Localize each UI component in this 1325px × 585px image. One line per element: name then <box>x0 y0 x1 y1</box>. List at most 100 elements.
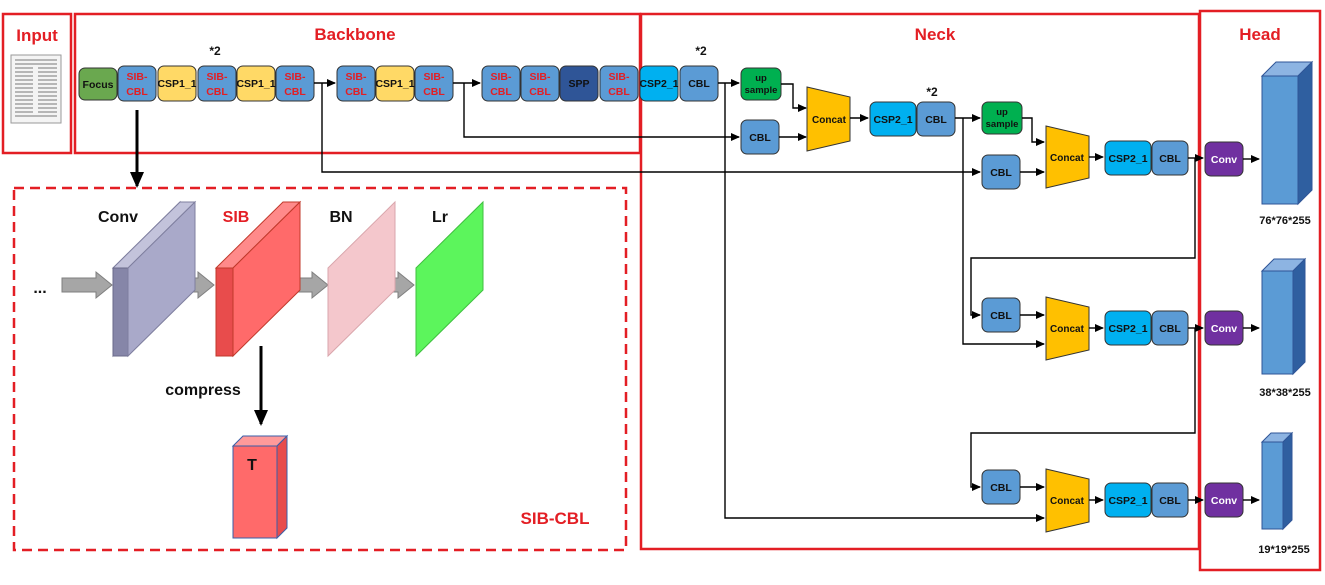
svg-text:SIB-: SIB- <box>530 71 552 83</box>
cbl-block: CBL <box>679 65 719 102</box>
output-block <box>1260 431 1294 531</box>
svg-text:up: up <box>755 73 767 84</box>
svg-text:up: up <box>996 107 1008 118</box>
ellipsis-label: ... <box>33 280 46 297</box>
svg-text:Concat: Concat <box>1050 153 1085 164</box>
svg-text:SIB-: SIB- <box>207 71 229 83</box>
conv-block: Conv <box>1204 310 1244 346</box>
output-size: 19*19*255 <box>1258 544 1309 556</box>
sib-cbl-block: SIB- CBL <box>414 65 454 102</box>
sib-cbl-block: SIB- CBL <box>599 65 639 102</box>
svg-text:Conv: Conv <box>1211 495 1237 507</box>
svg-text:sample: sample <box>745 85 778 96</box>
sib-label: SIB <box>223 209 250 226</box>
sib-cbl-block: SIB- CBL <box>117 65 157 102</box>
svg-text:CBL: CBL <box>749 132 771 144</box>
concat-block: Concat <box>1045 468 1090 533</box>
svg-text:CBL: CBL <box>925 114 947 126</box>
svg-text:Concat: Concat <box>1050 496 1085 507</box>
svg-text:CSP2_1: CSP2_1 <box>1108 153 1147 165</box>
concat-block: Concat <box>1045 125 1090 189</box>
svg-text:CBL: CBL <box>1159 323 1181 335</box>
svg-text:CSP2_1: CSP2_1 <box>1108 323 1147 335</box>
input-title: Input <box>16 26 58 45</box>
svg-text:sample: sample <box>986 119 1019 130</box>
csp2-block: CSP2_1 <box>639 65 679 102</box>
bn-label: BN <box>329 209 352 226</box>
output-block <box>1260 60 1314 206</box>
cbl-block: CBL <box>981 154 1021 190</box>
compress-label: compress <box>165 382 241 399</box>
cbl-block: CBL <box>1151 310 1189 346</box>
sib-cbl-block: SIB- CBL <box>481 65 521 102</box>
repeat-label: *2 <box>209 44 221 58</box>
focus-label: Focus <box>83 79 114 91</box>
neck-title: Neck <box>915 25 956 44</box>
csp2-block: CSP2_1 <box>869 101 917 137</box>
sib-cbl-block: SIB- CBL <box>520 65 560 102</box>
sib-cbl-frame <box>12 186 628 552</box>
sib-cbl-title: SIB-CBL <box>521 509 590 528</box>
svg-text:CBL: CBL <box>345 86 367 98</box>
cbl-block: CBL <box>1151 140 1189 176</box>
svg-text:SIB-: SIB- <box>346 71 368 83</box>
t-label: T <box>247 457 257 474</box>
repeat-label: *2 <box>926 85 938 99</box>
output-block <box>1260 257 1307 376</box>
input-image <box>10 54 62 124</box>
head-title: Head <box>1239 25 1281 44</box>
svg-text:CSP1_1: CSP1_1 <box>375 78 414 90</box>
svg-text:CBL: CBL <box>990 482 1012 494</box>
svg-text:CBL: CBL <box>990 167 1012 179</box>
svg-text:SIB-: SIB- <box>127 71 149 83</box>
csp1-block: CSP1_1 <box>157 65 197 102</box>
svg-text:SIB-: SIB- <box>609 71 631 83</box>
sib-cbl-block: SIB- CBL <box>197 65 237 102</box>
svg-text:CSP1_1: CSP1_1 <box>157 78 196 90</box>
svg-text:CBL: CBL <box>284 86 306 98</box>
sib-cbl-block: SIB- CBL <box>275 65 315 102</box>
svg-text:CBL: CBL <box>126 86 148 98</box>
t-block <box>231 434 289 540</box>
svg-text:SIB-: SIB- <box>424 71 446 83</box>
cbl-block: CBL <box>981 297 1021 333</box>
svg-text:CBL: CBL <box>1159 153 1181 165</box>
svg-text:CBL: CBL <box>688 78 710 90</box>
svg-text:SIB-: SIB- <box>285 71 307 83</box>
lr-layer <box>415 200 484 358</box>
svg-text:CBL: CBL <box>423 86 445 98</box>
backbone-title: Backbone <box>314 25 395 44</box>
csp2-block: CSP2_1 <box>1104 140 1152 176</box>
svg-text:CBL: CBL <box>529 86 551 98</box>
cbl-block: CBL <box>916 101 956 137</box>
conv-block: Conv <box>1204 141 1244 177</box>
csp2-block: CSP2_1 <box>1104 310 1152 346</box>
upsample-block: up sample <box>981 101 1023 135</box>
head-frame <box>1198 9 1322 572</box>
concat-block: Concat <box>806 86 851 152</box>
svg-text:CSP2_1: CSP2_1 <box>639 78 678 90</box>
spp-block: SPP <box>559 65 599 102</box>
svg-text:Conv: Conv <box>1211 154 1237 166</box>
concat-block: Concat <box>1045 296 1090 361</box>
lr-label: Lr <box>432 209 448 226</box>
svg-text:SIB-: SIB- <box>491 71 513 83</box>
csp1-block: CSP1_1 <box>236 65 276 102</box>
repeat-label: *2 <box>695 44 707 58</box>
upsample-block: up sample <box>740 67 782 101</box>
csp1-block: CSP1_1 <box>375 65 415 102</box>
svg-text:CSP1_1: CSP1_1 <box>236 78 275 90</box>
focus-block: Focus <box>78 67 118 101</box>
csp2-block: CSP2_1 <box>1104 482 1152 518</box>
svg-text:CSP2_1: CSP2_1 <box>1108 495 1147 507</box>
svg-text:Concat: Concat <box>812 115 847 126</box>
svg-text:CBL: CBL <box>1159 495 1181 507</box>
svg-text:CBL: CBL <box>608 86 630 98</box>
flow-arrow <box>61 270 113 300</box>
svg-text:CBL: CBL <box>206 86 228 98</box>
cbl-block: CBL <box>740 119 780 155</box>
bn-layer <box>327 200 396 358</box>
svg-text:SPP: SPP <box>568 78 589 90</box>
output-size: 38*38*255 <box>1259 387 1310 399</box>
